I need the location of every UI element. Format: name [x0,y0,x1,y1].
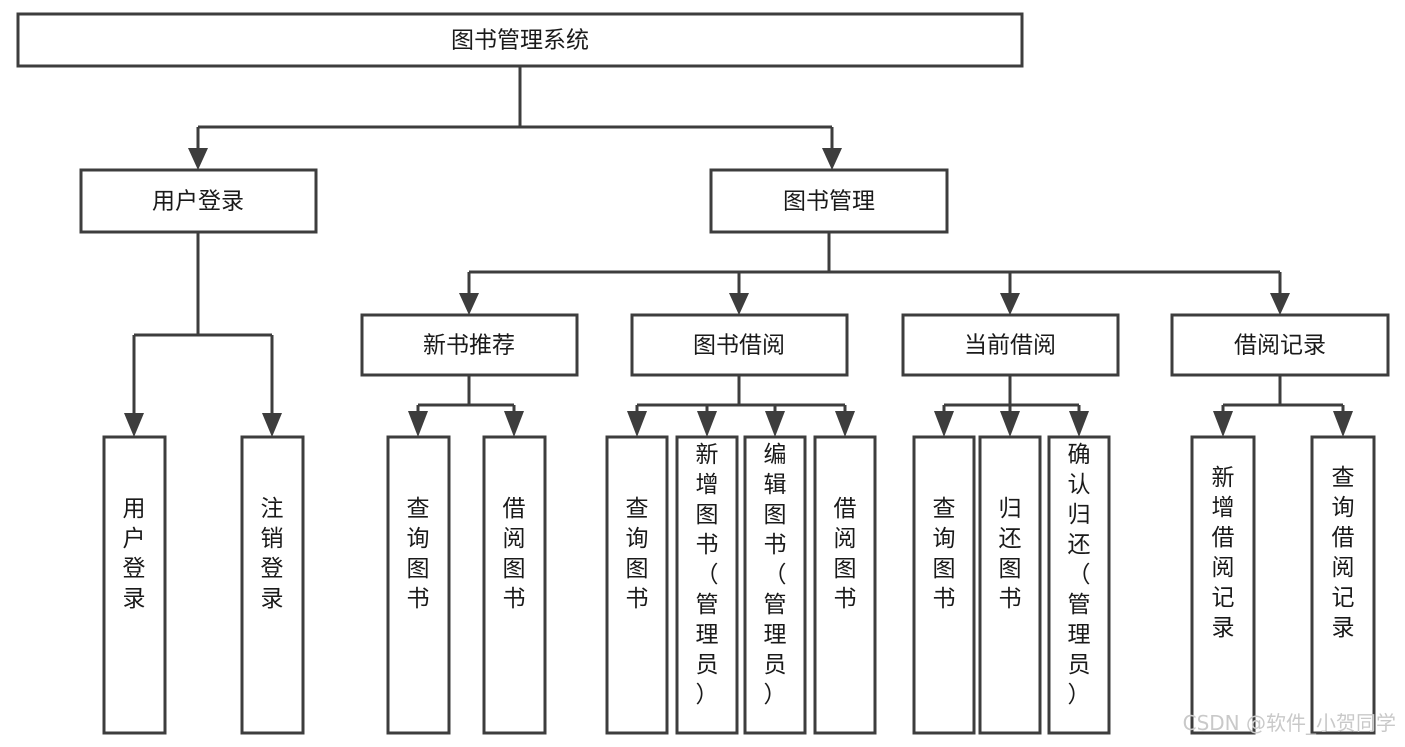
node-leaf-confirm-return-label: 确认归还（管理员） [1068,442,1091,708]
node-leaf-query-record-box[interactable] [1310,435,1376,735]
node-leaf-query-book-3-box[interactable] [912,435,976,735]
arrow-head-leaf-return-book [1000,411,1020,437]
csdn-watermark: CSDN @软件_小贺同学 [1183,711,1396,735]
node-leaf-add-book[interactable]: 新增图书（管理员） [675,435,739,735]
arrow-head-book-borrow [729,293,749,315]
node-leaf-edit-book-label: 编辑图书（管理员） [764,442,787,708]
arrow-head-leaf-borrow-book-1 [504,411,524,437]
node-book-borrow-box[interactable] [630,313,849,377]
node-leaf-edit-book[interactable]: 编辑图书（管理员） [743,435,807,735]
node-leaf-query-book-2[interactable]: 查询图书 [605,435,669,735]
node-leaf-return-book[interactable]: 归还图书 [978,435,1042,735]
node-new-book-recommend[interactable]: 新书推荐 [360,313,579,377]
node-leaf-add-record-label: 新增借阅记录 [1212,465,1235,641]
node-leaf-add-record-box[interactable] [1190,435,1256,735]
arrow-head-leaf-confirm-return [1069,411,1089,437]
arrow-head-leaf-borrow-book-2 [835,411,855,437]
node-leaf-return-book-box[interactable] [978,435,1042,735]
node-leaf-query-book-2-label: 查询图书 [626,496,649,612]
node-leaf-add-record[interactable]: 新增借阅记录 [1190,435,1256,735]
node-current-borrow-label: 当前借阅 [964,333,1056,359]
node-user-login-box[interactable] [79,168,318,234]
node-leaf-borrow-book-2[interactable]: 借阅图书 [813,435,877,735]
node-leaf-add-book-box[interactable] [675,435,739,735]
arrow-head-book-manage [822,148,842,170]
connector-layer [124,66,1353,437]
node-root-label: 图书管理系统 [451,28,589,54]
node-book-manage-box[interactable] [709,168,949,234]
node-leaf-query-book-3-label: 查询图书 [933,496,956,612]
node-leaf-query-book-3[interactable]: 查询图书 [912,435,976,735]
node-book-manage[interactable]: 图书管理 [709,168,949,234]
node-book-manage-label: 图书管理 [783,189,875,215]
node-leaf-borrow-book-1-label: 借阅图书 [503,496,526,612]
arrow-head-current-borrow [1000,293,1020,315]
node-root[interactable]: 图书管理系统 [16,12,1024,68]
node-current-borrow-box[interactable] [901,313,1120,377]
node-borrow-record-box[interactable] [1170,313,1390,377]
node-leaf-borrow-book-1[interactable]: 借阅图书 [482,435,547,735]
node-leaf-borrow-book-2-label: 借阅图书 [834,496,857,612]
node-leaf-confirm-return[interactable]: 确认归还（管理员） [1047,435,1111,735]
arrow-head-leaf-user-login [124,413,144,437]
node-new-book-recommend-box[interactable] [360,313,579,377]
arrow-head-leaf-query-book-1 [408,411,428,437]
node-user-login-label: 用户登录 [152,189,244,215]
node-leaf-user-login[interactable]: 用户登录 [102,435,167,735]
node-root-box[interactable] [16,12,1024,68]
node-leaf-user-login-box[interactable] [102,435,167,735]
node-leaf-user-logout-label: 注销登录 [261,496,284,612]
arrow-head-leaf-add-record [1213,411,1233,437]
node-leaf-query-record-label: 查询借阅记录 [1332,465,1355,641]
node-book-borrow-label: 图书借阅 [693,333,785,359]
node-leaf-query-record[interactable]: 查询借阅记录 [1310,435,1376,735]
arrow-head-new-book-recommend [459,293,479,315]
node-current-borrow[interactable]: 当前借阅 [901,313,1120,377]
arrow-head-borrow-record [1270,293,1290,315]
node-leaf-user-logout-box[interactable] [240,435,305,735]
arrow-head-user-login [188,148,208,170]
node-leaf-query-book-1[interactable]: 查询图书 [386,435,451,735]
node-borrow-record[interactable]: 借阅记录 [1170,313,1390,377]
node-leaf-edit-book-box[interactable] [743,435,807,735]
node-leaf-query-book-1-box[interactable] [386,435,451,735]
node-leaf-borrow-book-2-box[interactable] [813,435,877,735]
node-leaf-query-book-2-box[interactable] [605,435,669,735]
node-leaf-user-login-label: 用户登录 [123,496,146,612]
arrow-head-leaf-query-book-3 [934,411,954,437]
node-leaf-borrow-book-1-box[interactable] [482,435,547,735]
arrow-head-leaf-edit-book [765,411,785,437]
arrow-head-leaf-add-book [697,411,717,437]
node-leaf-query-book-1-label: 查询图书 [407,496,430,612]
node-borrow-record-label: 借阅记录 [1234,333,1326,359]
arrow-head-leaf-query-book-2 [627,411,647,437]
node-leaf-add-book-label: 新增图书（管理员） [696,442,719,708]
arrow-head-leaf-query-record [1333,411,1353,437]
node-new-book-recommend-label: 新书推荐 [423,333,515,359]
node-book-borrow[interactable]: 图书借阅 [630,313,849,377]
node-leaf-confirm-return-box[interactable] [1047,435,1111,735]
node-leaf-return-book-label: 归还图书 [999,496,1022,612]
arrow-head-leaf-user-logout [262,413,282,437]
node-user-login[interactable]: 用户登录 [79,168,318,234]
node-leaf-user-logout[interactable]: 注销登录 [240,435,305,735]
